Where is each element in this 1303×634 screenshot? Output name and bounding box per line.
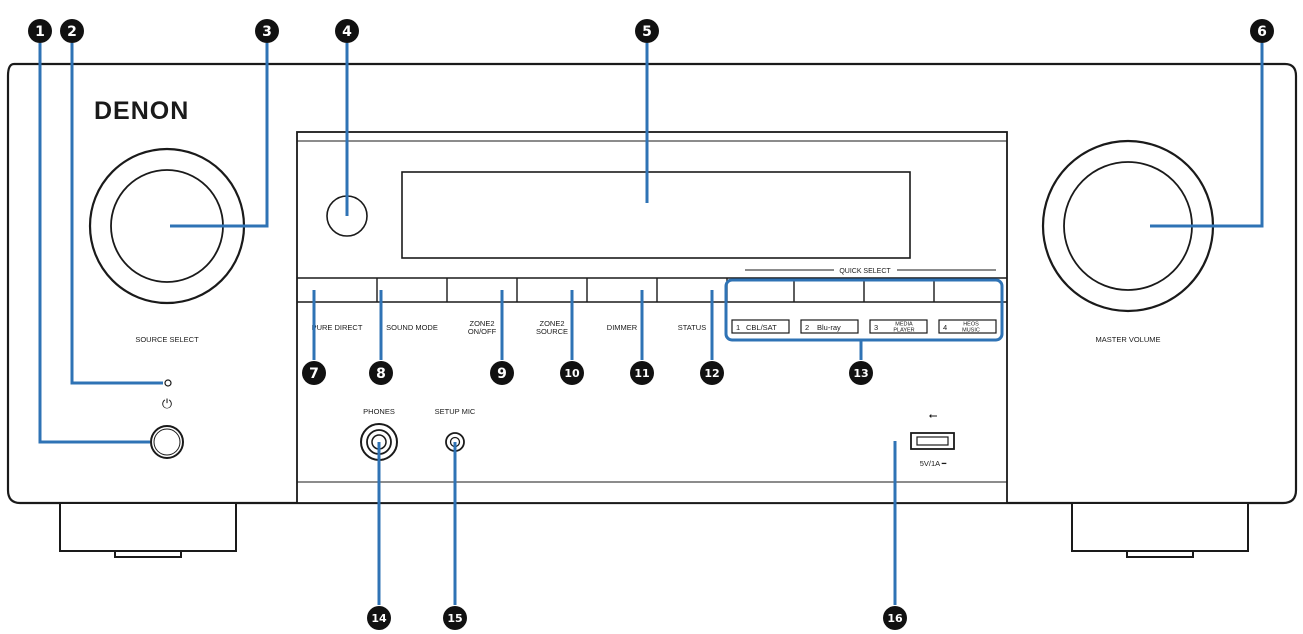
power-button-inner <box>153 428 181 456</box>
callout-15-badge <box>443 606 467 630</box>
callout-2-badge <box>60 19 84 43</box>
callout-8-number: 8 <box>376 366 386 382</box>
quick-select-4-label-line2: MUSIC <box>962 328 980 334</box>
quick-select-3-number: 3 <box>874 323 878 332</box>
usb-icon: ⭠ <box>929 410 938 422</box>
callout-4-badge <box>335 19 359 43</box>
pure-direct-button-label: PURE DIRECT <box>312 323 363 332</box>
display-window <box>401 171 911 259</box>
callout-11-number: 11 <box>634 367 649 380</box>
callout-5-badge <box>635 19 659 43</box>
zone2-source-button-label-line2: SOURCE <box>536 327 568 336</box>
callout-3-number: 3 <box>262 24 272 40</box>
callout-10-badge <box>560 361 584 385</box>
dimmer-button-label: DIMMER <box>607 323 638 332</box>
callout-1-leader <box>38 43 150 444</box>
quick-select-highlight <box>724 278 1004 342</box>
master-volume-label: MASTER VOLUME <box>1095 335 1160 344</box>
callout-2-leader <box>70 43 163 385</box>
source-select-label: SOURCE SELECT <box>135 335 199 344</box>
zone2-source-button-label-line1: ZONE2 <box>539 319 564 328</box>
callout-7-number: 7 <box>309 366 319 382</box>
callout-3-badge <box>255 19 279 43</box>
phones-label: PHONES <box>363 407 395 416</box>
callout-8-badge <box>369 361 393 385</box>
left-foot <box>59 502 237 558</box>
callout-13-number: 13 <box>853 367 868 380</box>
right-foot <box>1071 502 1249 558</box>
callout-15-number: 15 <box>447 612 462 625</box>
callout-16-number: 16 <box>887 612 903 625</box>
quick-select-3-label-line2: PLAYER <box>893 328 914 334</box>
standby-indicator <box>164 379 172 387</box>
callout-6-number: 6 <box>1257 24 1267 40</box>
callout-9-number: 9 <box>497 366 507 382</box>
quick-select-1-number: 1 <box>736 323 740 332</box>
quick-select-2-number: 2 <box>805 323 809 332</box>
callout-7-badge <box>302 361 326 385</box>
quick-select-4-box <box>938 319 997 334</box>
zone2-onoff-button-label-line1: ZONE2 <box>469 319 494 328</box>
sound-mode-button-label: SOUND MODE <box>386 323 438 332</box>
callout-6-badge <box>1250 19 1274 43</box>
quick-select-2-box <box>800 319 859 334</box>
quick-select-4-label-line1: HEOS <box>963 322 979 328</box>
usb-rating-label: 5V/1A ━ <box>920 459 947 468</box>
callout-2-number: 2 <box>67 24 77 40</box>
quick-select-1-label: CBL/SAT <box>746 323 777 332</box>
callout-1-number: 1 <box>35 24 45 40</box>
quick-select-title: QUICK SELECT <box>839 268 891 275</box>
callout-5-number: 5 <box>642 24 652 40</box>
callout-4-number: 4 <box>342 24 352 40</box>
zone2-onoff-button-label-line2: ON/OFF <box>468 327 497 336</box>
setup-mic-label: SETUP MIC <box>435 407 476 416</box>
quick-select-3-box <box>869 319 928 334</box>
callout-12-badge <box>700 361 724 385</box>
brand-logo: DENON <box>94 97 189 125</box>
quick-select-2-label: Blu-ray <box>817 323 841 332</box>
callout-9-badge <box>490 361 514 385</box>
quick-select-1-box <box>731 319 790 334</box>
callout-6-leader <box>1150 43 1264 228</box>
callout-14-badge <box>367 606 391 630</box>
power-icon: ⏻ <box>162 396 172 411</box>
callout-1-badge <box>28 19 52 43</box>
callout-3-leader <box>170 43 269 228</box>
callout-10-number: 10 <box>564 367 580 380</box>
callout-16-badge <box>883 606 907 630</box>
callout-14-number: 14 <box>371 612 387 625</box>
quick-select-4-number: 4 <box>943 323 947 332</box>
callout-12-number: 12 <box>704 367 719 380</box>
callout-11-badge <box>630 361 654 385</box>
usb-port-inner <box>916 436 949 446</box>
callout-13-badge <box>849 361 873 385</box>
quick-select-3-label-line1: MEDIA <box>895 322 913 328</box>
status-button-label: STATUS <box>678 323 706 332</box>
